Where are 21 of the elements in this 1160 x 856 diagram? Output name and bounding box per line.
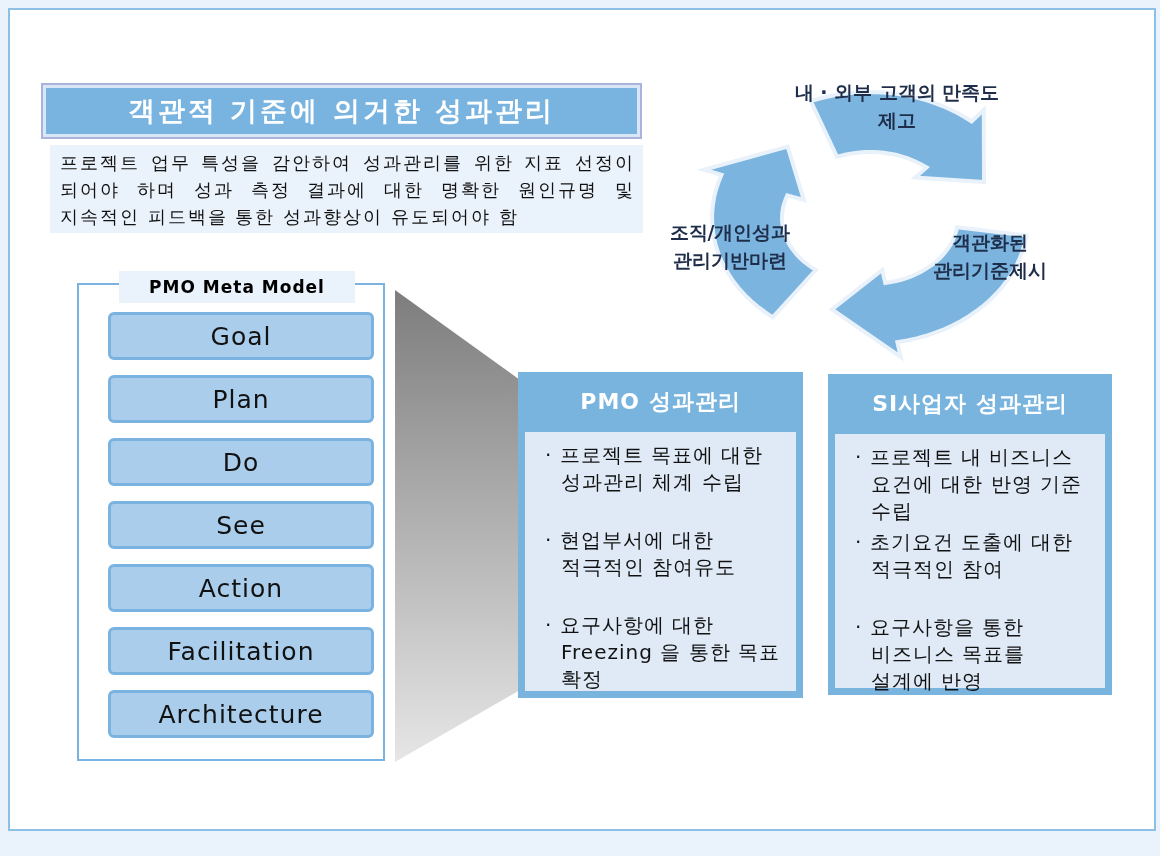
bullet-text: · 요구사항을 통한 비즈니스 목표를 설계에 반영 [855, 614, 1027, 695]
info-card [828, 374, 1112, 695]
step-box: See [108, 501, 374, 549]
info-card [518, 372, 803, 698]
step-box: Action [108, 564, 374, 612]
bullet-text: · 프로젝트 목표에 대한 성과관리 체계 수립 [545, 442, 765, 496]
step-box: Goal [108, 312, 374, 360]
step-box: Facilitation [108, 627, 374, 675]
step-box: Do [108, 438, 374, 486]
card-header: PMO 성과관리 [579, 388, 742, 416]
bullet-text: · 현업부서에 대한 적극적인 참여유도 [545, 527, 738, 581]
cycle-label: 내 · 외부 고객의 만족도 제고 [793, 80, 1001, 133]
step-box: Architecture [108, 690, 374, 738]
description-text: 프로젝트 업무 특성을 감안하여 성과관리를 위한 지표 선정이 되어야 하며 성과 측정 결과에 대한 명확한 원인규명 및 지속적인 피드백을 통한 성과향상이 유도되어야 함 [60, 151, 635, 229]
title-banner: 객관적 기준에 의거한 성과관리 [43, 85, 640, 137]
step-box: Plan [108, 375, 374, 423]
bullet-text: · 초기요건 도출에 대한 적극적인 참여 [855, 529, 1075, 583]
bullet-text: · 요구사항에 대한 Freezing 을 통한 목표 확정 [545, 612, 781, 693]
bullet-text: · 프로젝트 내 비즈니스 요건에 대한 반영 기준 수립 [855, 444, 1084, 525]
group-heading: PMO Meta Model [119, 271, 355, 303]
card-header: SI사업자 성과관리 [871, 390, 1069, 418]
